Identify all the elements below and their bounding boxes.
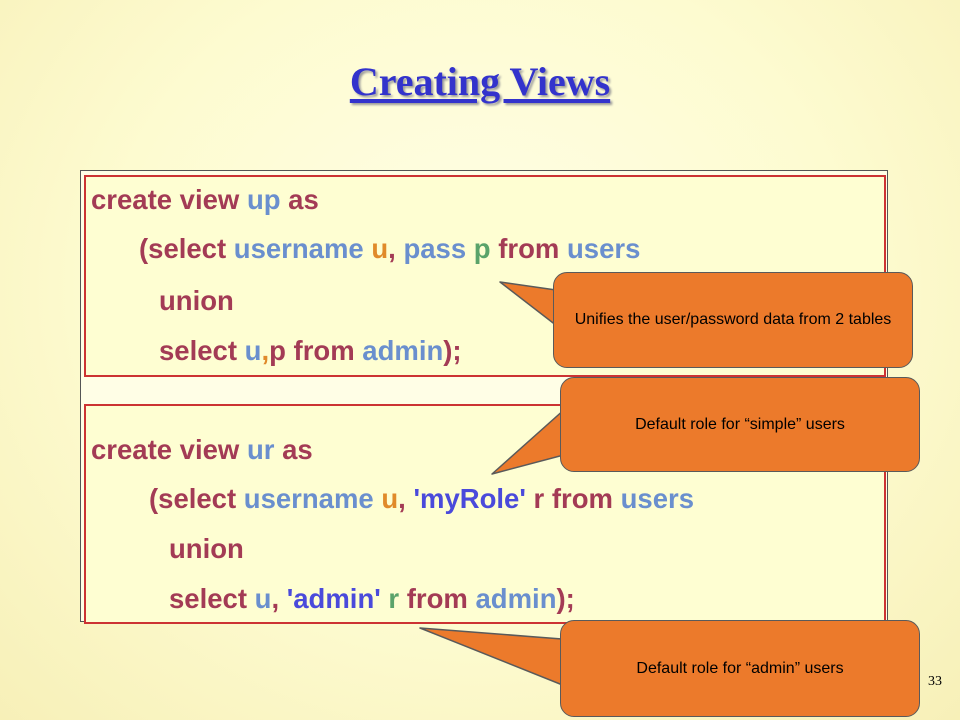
code2-line-4: select u, 'admin' r from admin); xyxy=(169,583,575,614)
code2-line-3: union xyxy=(169,533,244,564)
code2-line-1: create view ur as xyxy=(91,434,313,465)
code1-line-3: union xyxy=(159,285,234,316)
callout-simple-role: Default role for “simple” users xyxy=(560,377,920,472)
callout-admin-role: Default role for “admin” users xyxy=(560,620,920,717)
slide-title: Creating Views xyxy=(349,59,611,104)
callout-pointer-3 xyxy=(419,627,576,691)
code2-line-2: (select username u, 'myRole' r from user… xyxy=(149,483,694,514)
callout-unifies: Unifies the user/password data from 2 ta… xyxy=(553,272,913,368)
code1-line-4: select u,p from admin); xyxy=(159,335,462,366)
code1-line-2: (select username u, pass p from users xyxy=(139,233,641,264)
slide-number: 33 xyxy=(928,674,942,689)
code1-line-1: create view up as xyxy=(91,184,319,215)
